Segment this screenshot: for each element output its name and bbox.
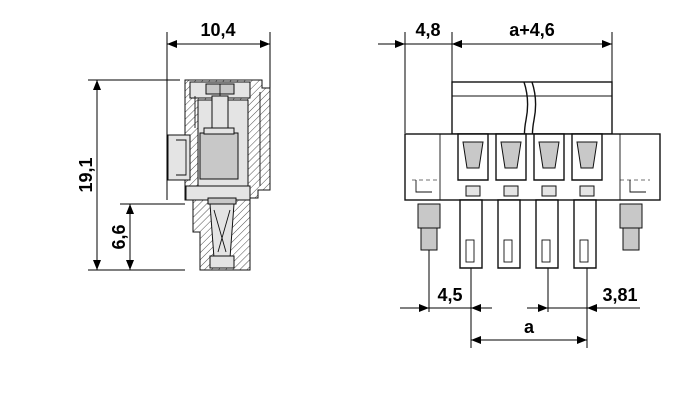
dim-label-pitch: 3,81 bbox=[602, 285, 637, 305]
dimension-pitch: 3,81 bbox=[527, 285, 640, 312]
dim-label-height-total: 19,1 bbox=[76, 157, 96, 192]
dimension-flange-width: 4,8 bbox=[378, 20, 470, 48]
dimension-height-lower: 6,6 bbox=[109, 204, 134, 270]
dim-label-height-lower: 6,6 bbox=[109, 224, 129, 249]
dim-label-body-span: a+4,6 bbox=[509, 20, 555, 40]
contact-legs bbox=[459, 199, 597, 269]
mounting-pin-left bbox=[417, 203, 441, 251]
dim-label-offset-left: 4,5 bbox=[437, 285, 462, 305]
cavity-group bbox=[457, 133, 603, 197]
dimension-height-total: 19,1 bbox=[76, 80, 101, 270]
dim-label-span: a bbox=[524, 317, 535, 337]
side-view bbox=[88, 32, 271, 271]
mounting-pin-right bbox=[619, 203, 643, 251]
dimension-offset-left: 4,5 bbox=[400, 285, 492, 312]
dimension-span: a bbox=[471, 317, 587, 344]
dimension-width-total: 10,4 bbox=[167, 20, 270, 48]
dim-label-flange-width: 4,8 bbox=[415, 20, 440, 40]
dim-label-width-total: 10,4 bbox=[200, 20, 235, 40]
dimension-body-span: a+4,6 bbox=[452, 20, 612, 48]
front-view bbox=[404, 32, 661, 348]
